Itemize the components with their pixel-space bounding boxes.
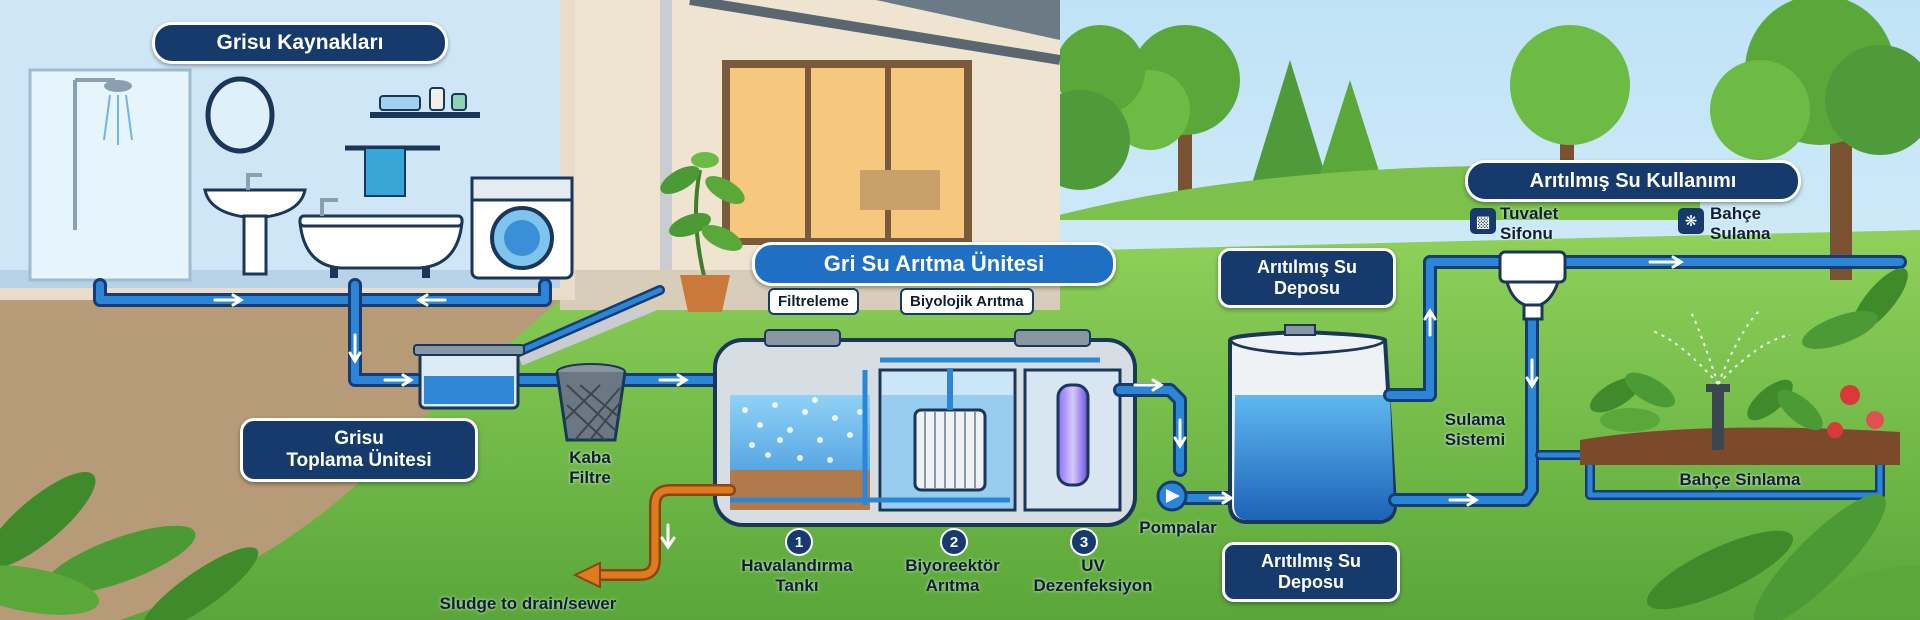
stage-3-line1: UV xyxy=(1081,556,1105,575)
treatment-title: Gri Su Arıtma Ünitesi xyxy=(752,242,1116,286)
stage-1-line2: Tankı xyxy=(775,575,819,595)
garden-line1: Bahçe xyxy=(1710,204,1762,223)
garden-line2: Sulama xyxy=(1710,223,1771,243)
storage-bottom-label: Arıtılmış Su Deposu xyxy=(1222,542,1400,602)
toilet-line2: Sifonu xyxy=(1500,223,1553,243)
coarse-filter-line2: Filtre xyxy=(569,467,611,487)
background-trees xyxy=(1030,0,1920,280)
toilet-label: Tuvalet Sifonu xyxy=(1500,204,1590,243)
irrigation-line1: Sulama xyxy=(1444,410,1506,429)
potted-plant-icon xyxy=(660,152,745,312)
stage-1-label: Havalandırma Tankı xyxy=(712,556,882,595)
storage-top-line1: Arıtılmış Su xyxy=(1256,257,1358,278)
stage-3-line2: Dezenfeksiyon xyxy=(1033,575,1153,595)
mirror-icon xyxy=(205,76,275,154)
storage-top-label: Arıtılmış Su Deposu xyxy=(1218,248,1396,308)
stage-3-number: 3 xyxy=(1070,528,1098,556)
garden-irrigation-label: Bahçe Sinlama xyxy=(1679,470,1801,489)
flow-arrows xyxy=(213,255,1684,507)
irrigation-system-label: Sulama Sistemi xyxy=(1420,410,1530,449)
stage-1-number: 1 xyxy=(785,528,813,556)
coarse-filter-label: Kaba Filtre xyxy=(545,448,635,487)
shower-icon xyxy=(28,68,192,282)
storage-bottom-line1: Arıtılmış Su xyxy=(1260,551,1362,572)
collection-unit-label: Grisu Toplama Ünitesi xyxy=(240,418,478,482)
collection-line2: Toplama Ünitesi xyxy=(286,450,432,471)
sink-icon xyxy=(203,173,307,276)
collection-unit-icon xyxy=(413,344,525,410)
treatment-unit-icon xyxy=(713,329,1137,527)
sprinkler-icon xyxy=(1649,309,1791,450)
stage-3-label: UV Dezenfeksiyon xyxy=(1008,556,1178,595)
bathtub-icon xyxy=(298,198,464,278)
stage-2-line1: Biyoreektör xyxy=(905,556,1000,575)
pump-label: Pompalar xyxy=(1139,518,1217,537)
toilet-icon xyxy=(1498,250,1567,321)
stage-2-line2: Arıtma xyxy=(925,575,980,595)
toilet-small-icon: ▩ xyxy=(1470,208,1496,234)
foreground-foliage xyxy=(0,471,1920,620)
storage-bottom-line2: Deposu xyxy=(1277,572,1344,592)
usage-title: Arıtılmış Su Kullanımı xyxy=(1465,160,1801,202)
toilet-line1: Tuvalet xyxy=(1500,204,1559,223)
stage-2-number: 2 xyxy=(940,528,968,556)
sprinkler-small-icon: ❋ xyxy=(1678,208,1704,234)
washing-machine-icon xyxy=(470,176,574,280)
pump-icon xyxy=(1156,480,1188,512)
storage-tank-icon xyxy=(1228,324,1398,524)
bio-treatment-tag: Biyolojik Arıtma xyxy=(900,288,1034,315)
garden-label: Bahçe Sulama xyxy=(1710,204,1800,243)
stage-1-line1: Havalandırma xyxy=(741,556,853,575)
irrigation-line2: Sistemi xyxy=(1444,429,1506,449)
sludge-pipe xyxy=(572,484,736,589)
filtration-tag: Filtreleme xyxy=(768,288,859,315)
sludge-label: Sludge to drain/sewer xyxy=(439,594,617,613)
coarse-filter-line1: Kaba xyxy=(569,448,611,467)
sources-title: Grisu Kaynakları xyxy=(152,22,448,64)
stage-2-label: Biyoreektör Arıtma xyxy=(885,556,1020,595)
storage-top-line2: Deposu xyxy=(1273,278,1340,298)
garden-plants xyxy=(1580,268,1908,465)
collection-line1: Grisu xyxy=(334,428,384,450)
coarse-filter-icon xyxy=(555,363,627,442)
